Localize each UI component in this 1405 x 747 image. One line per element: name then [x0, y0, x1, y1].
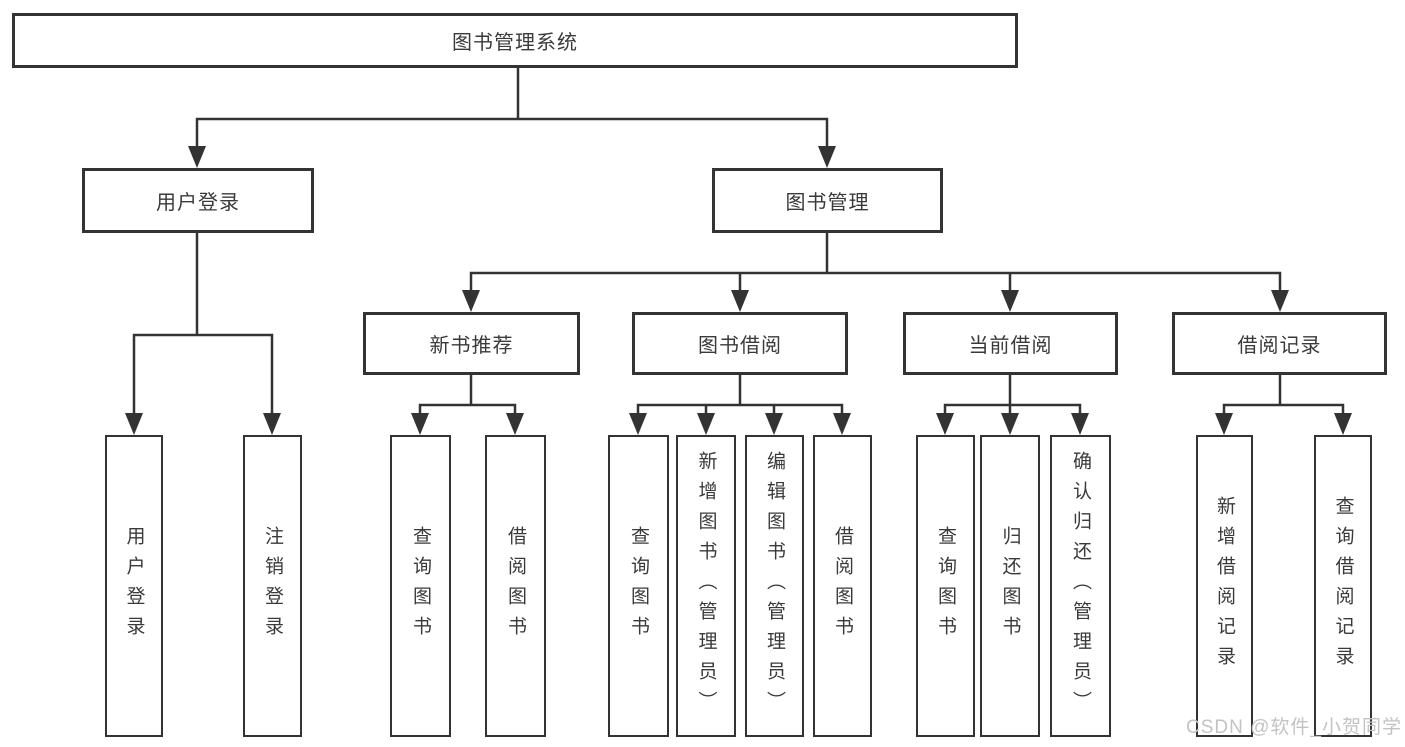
node-current-borrowing: 当前借阅 — [903, 312, 1118, 375]
arrow-down-icon — [506, 413, 524, 435]
leaf-edit-books-admin: 编辑图书（管理员） — [745, 435, 804, 737]
arrow-down-icon — [125, 413, 143, 435]
arrow-down-icon — [731, 290, 749, 312]
leaf-query-books-recommend: 查询图书 — [390, 435, 451, 737]
arrow-down-icon — [1071, 413, 1089, 435]
leaf-query-books-borrowing: 查询图书 — [608, 435, 669, 737]
arrow-down-icon — [1215, 413, 1233, 435]
leaf-return-books: 归还图书 — [980, 435, 1040, 737]
leaf-borrow-books-recommend: 借阅图书 — [485, 435, 546, 737]
arrow-down-icon — [818, 146, 836, 168]
leaf-label: 用户登录 — [123, 526, 145, 646]
arrow-down-icon — [1001, 290, 1019, 312]
arrow-down-icon — [765, 413, 783, 435]
arrow-down-icon — [411, 413, 429, 435]
leaf-label: 新增图书（管理员） — [695, 451, 717, 721]
edge-book-management-to-level3 — [469, 233, 1282, 292]
leaf-label: 查询图书 — [628, 526, 649, 646]
leaf-label: 注销登录 — [262, 526, 283, 646]
node-label: 图书管理系统 — [452, 32, 578, 54]
leaf-label: 确认归还（管理员） — [1070, 451, 1091, 721]
arrow-down-icon — [1001, 413, 1019, 435]
leaf-label: 新增借阅记录 — [1214, 496, 1235, 676]
leaf-logout: 注销登录 — [243, 435, 302, 737]
arrow-down-icon — [188, 146, 206, 168]
node-book-borrowing: 图书借阅 — [632, 312, 848, 375]
edge-book-borrowing-to-leaves — [636, 375, 844, 415]
watermark-text: CSDN @软件_小贺同学 — [1186, 717, 1402, 738]
edge-borrowing-records-to-leaves — [1222, 375, 1345, 415]
node-label: 新书推荐 — [429, 335, 514, 357]
leaf-label: 归还图书 — [999, 526, 1021, 646]
arrow-down-icon — [1271, 290, 1289, 312]
leaf-confirm-return-admin: 确认归还（管理员） — [1050, 435, 1111, 737]
node-book-management: 图书管理 — [712, 168, 943, 233]
leaf-borrow-books-borrowing: 借阅图书 — [813, 435, 872, 737]
leaf-label: 查询借阅记录 — [1332, 496, 1354, 676]
leaf-user-login: 用户登录 — [105, 435, 163, 737]
leaf-label: 编辑图书（管理员） — [764, 451, 785, 721]
arrow-down-icon — [833, 413, 851, 435]
leaf-label: 查询图书 — [935, 526, 956, 646]
edge-user-login-to-leaves — [132, 233, 274, 415]
arrow-down-icon — [263, 413, 281, 435]
arrow-down-icon — [697, 413, 715, 435]
edge-current-borrowing-to-leaves — [943, 375, 1082, 415]
leaf-query-borrow-record: 查询借阅记录 — [1314, 435, 1372, 737]
node-label: 图书借阅 — [698, 335, 782, 357]
edge-root-to-level2 — [195, 68, 829, 148]
leaf-label: 查询图书 — [410, 526, 431, 646]
leaf-label: 借阅图书 — [832, 526, 853, 646]
edge-new-book-recommendation-to-leaves — [418, 375, 517, 415]
node-user-login: 用户登录 — [82, 168, 314, 233]
leaf-add-borrow-record: 新增借阅记录 — [1196, 435, 1253, 737]
node-root: 图书管理系统 — [12, 13, 1018, 68]
arrow-down-icon — [462, 290, 480, 312]
arrowheads — [125, 146, 1352, 435]
node-borrowing-records: 借阅记录 — [1172, 312, 1387, 375]
node-new-book-recommendation: 新书推荐 — [363, 312, 580, 375]
leaf-add-books-admin: 新增图书（管理员） — [676, 435, 736, 737]
node-label: 借阅记录 — [1237, 335, 1322, 357]
node-label: 当前借阅 — [968, 335, 1053, 357]
arrow-down-icon — [936, 413, 954, 435]
arrow-down-icon — [1334, 413, 1352, 435]
node-label: 图书管理 — [785, 192, 870, 214]
arrow-down-icon — [629, 413, 647, 435]
node-label: 用户登录 — [156, 192, 240, 214]
leaf-query-books-current: 查询图书 — [916, 435, 975, 737]
leaf-label: 借阅图书 — [505, 526, 526, 646]
